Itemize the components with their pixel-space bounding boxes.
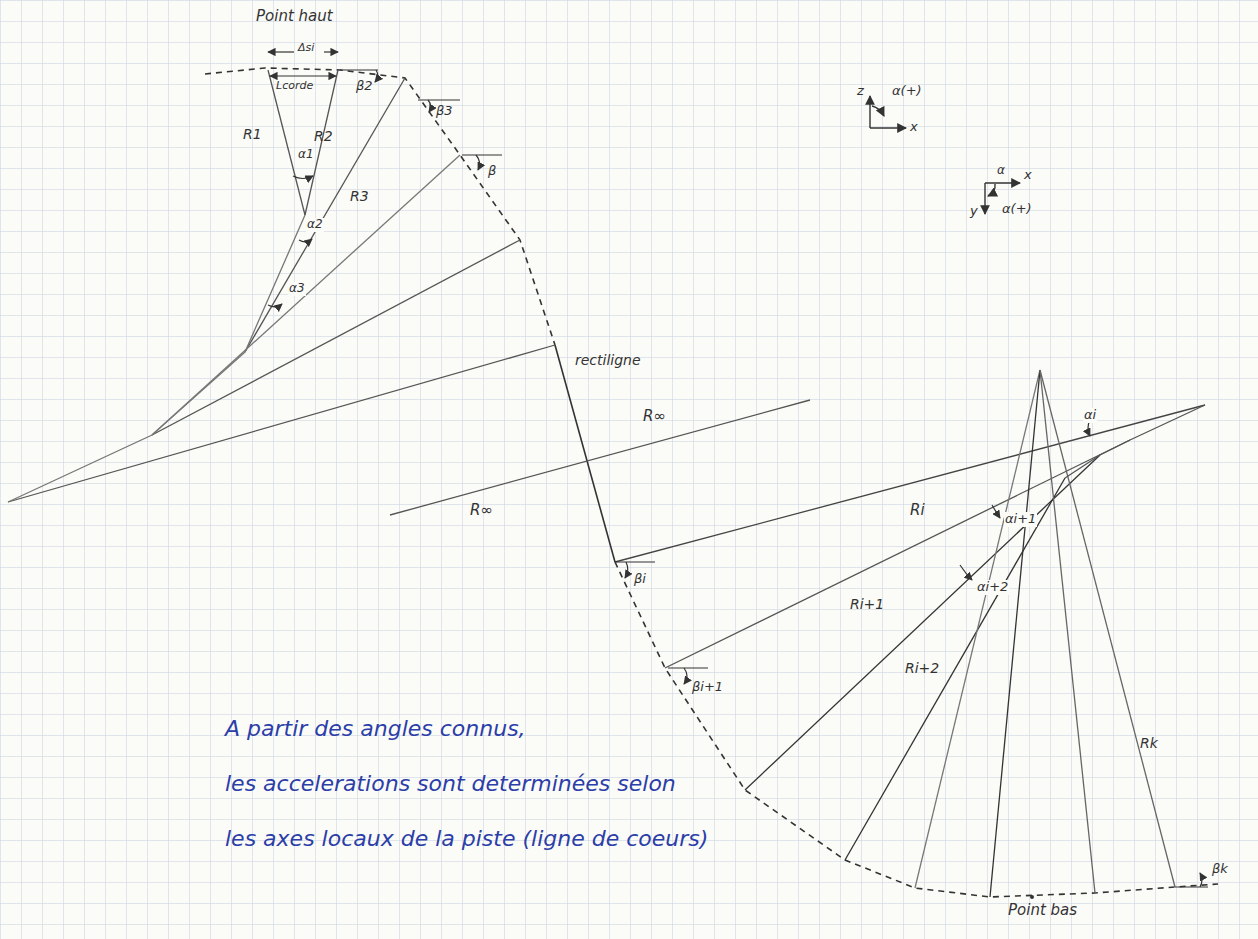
note-text: les axes locaux de la piste (ligne de co…	[225, 826, 708, 851]
annotation-label: Lcorde	[276, 80, 313, 93]
annotation-label: y	[970, 204, 978, 219]
axes-symbol	[870, 96, 1020, 214]
annotation-label: αi	[1083, 408, 1097, 423]
annotation-label: Point haut	[256, 8, 333, 25]
annotation-label: rectiligne	[575, 352, 641, 368]
annotation-label: x	[1024, 168, 1032, 183]
annotation-label: Ri+2	[905, 660, 939, 676]
annotation-label: R∞	[643, 408, 666, 425]
annotation-label: β3	[436, 104, 453, 119]
annotation-label: z	[857, 84, 864, 99]
annotation-label: R1	[243, 126, 262, 142]
annotation-label: β	[488, 164, 496, 179]
annotation-label: α3	[288, 282, 306, 296]
note-text: les accelerations sont determinées selon	[225, 771, 676, 796]
annotation-label: βk	[1212, 862, 1228, 877]
annotation-label: R2	[314, 128, 333, 144]
angle-marks	[268, 52, 1208, 887]
annotation-label: R∞	[470, 502, 493, 519]
annotation-label: Rk	[1140, 735, 1158, 751]
annotation-label: αi+1	[1004, 512, 1037, 527]
note-text: A partir des angles connus,	[225, 716, 526, 741]
annotation-label: α1	[297, 148, 315, 162]
annotation-label: β2	[356, 79, 373, 94]
annotation-label: R3	[350, 188, 369, 204]
annotation-label: Ri	[910, 502, 925, 519]
annotation-label: βi	[634, 572, 646, 587]
annotation-label: α2	[306, 218, 324, 232]
low-point-dot	[1030, 895, 1034, 899]
annotation-label: x	[910, 120, 918, 135]
annotation-label: αi+2	[976, 580, 1009, 595]
annotation-label: βi+1	[692, 680, 723, 695]
annotation-label: Δsi	[298, 42, 314, 55]
annotation-label: α(+)	[1002, 202, 1032, 217]
annotation-label: Ri+1	[850, 596, 884, 612]
track-line	[205, 68, 1218, 897]
radius-lines	[8, 70, 1205, 897]
annotation-label: Point bas	[1008, 902, 1077, 919]
annotation-label: α	[997, 164, 1005, 178]
annotation-label: α(+)	[892, 84, 922, 99]
